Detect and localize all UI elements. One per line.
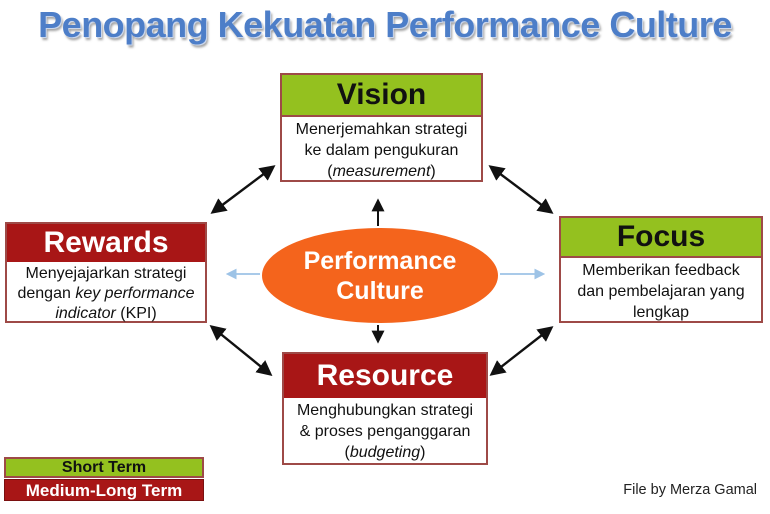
rewards-body: Menyejajarkan strategi dengan key perfor… [7,262,205,324]
rewards-box: Rewards Menyejajarkan strategi dengan ke… [5,222,207,323]
center-label-line2: Culture [336,276,424,305]
rewards-body-line: dengan key performance [17,285,195,302]
vision-body-line: (measurement) [327,163,436,180]
resource-body: Menghubungkan strategi & proses pengangg… [284,398,486,463]
rewards-body-line: Menyejajarkan strategi [25,265,187,282]
focus-body-line: dan pembelajaran yang [577,283,745,300]
resource-title: Resource [316,359,454,392]
vision-title: Vision [336,78,427,111]
focus-title: Focus [616,220,706,253]
arrow-vision-focus [488,165,554,214]
legend-short-term-label: Short Term [61,458,147,476]
focus-body-line: Memberikan feedback [582,262,740,279]
resource-body-line: & proses penganggaran [299,423,471,440]
focus-body: Memberikan feedback dan pembelajaran yan… [561,258,761,323]
arrow-rewards-resource [209,325,273,376]
vision-body: Menerjemahkan strategi ke dalam pengukur… [282,117,481,182]
legend-short-term: Short Term [4,457,204,478]
resource-body-line: Menghubungkan strategi [296,402,474,419]
legend-medium-long-term: Medium-Long Term [4,479,204,501]
vision-header: Vision [282,75,481,117]
credit-text: File by Merza Gamal [623,482,757,498]
resource-header: Resource [284,354,486,398]
focus-box: Focus Memberikan feedback dan pembelajar… [559,216,763,323]
rewards-title: Rewards [43,226,169,259]
focus-header: Focus [561,218,761,258]
resource-body-line: (budgeting) [344,444,426,461]
page-title: Penopang Kekuatan Performance Culture [38,4,732,45]
vision-body-line: ke dalam pengukuran [304,142,459,159]
vision-box: Vision Menerjemahkan strategi ke dalam p… [280,73,483,182]
rewards-body-line: indicator (KPI) [55,305,157,322]
performance-culture-ellipse: Performance Culture [262,228,498,323]
rewards-header: Rewards [7,224,205,262]
vision-body-line: Menerjemahkan strategi [295,121,468,138]
legend-medium-long-term-label: Medium-Long Term [25,480,183,500]
arrow-rewards-vision [210,165,276,214]
focus-body-line: lengkap [632,304,690,321]
center-label-line1: Performance [303,246,457,275]
arrow-resource-focus [489,326,554,376]
resource-box: Resource Menghubungkan strategi & proses… [282,352,488,465]
